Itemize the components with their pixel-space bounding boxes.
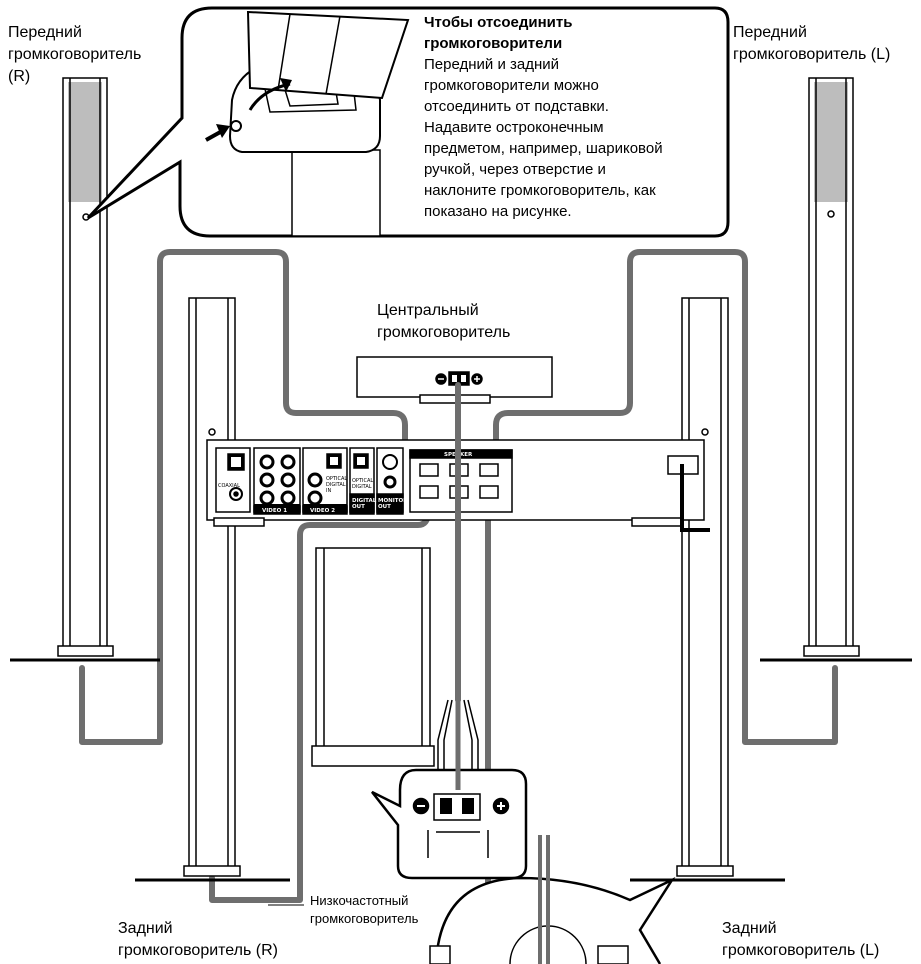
- front-left-label: Передний громкоговоритель (L): [733, 24, 891, 63]
- cable-front-right: [79, 249, 408, 745]
- subwoofer-terminal-zoom: [371, 768, 528, 880]
- rear-right-label: Задний громкоговоритель (R): [118, 920, 278, 959]
- rear-left-speaker: [630, 297, 785, 882]
- coaxial-label: COAXIAL: [218, 483, 240, 489]
- rear-right-speaker: [135, 297, 290, 882]
- video1-label: VIDEO 1: [262, 508, 287, 514]
- subwoofer-label: Низкочастотный громкоговоритель: [310, 893, 419, 926]
- cable-front-left: [493, 249, 838, 745]
- detach-callout-bubble: [86, 6, 730, 238]
- center-label: Центральный громкоговоритель: [377, 302, 511, 341]
- rear-terminal-zoom: [429, 876, 676, 964]
- video2-label: VIDEO 2: [310, 508, 335, 514]
- rear-left-label: Задний громкоговоритель (L): [722, 920, 880, 959]
- callout-body: Передний и задний громкоговорители можно…: [424, 56, 663, 220]
- front-left-speaker: [760, 77, 912, 662]
- callout-title: Чтобы отсоединить громкоговорители: [424, 14, 573, 52]
- subwoofer: [311, 547, 435, 767]
- detach-illustration: [205, 10, 410, 237]
- center-speaker: [356, 356, 553, 404]
- front-right-speaker: [10, 77, 160, 662]
- detach-callout-text: Чтобы отсоединить громкоговорители Перед…: [424, 12, 724, 222]
- front-right-label: Передний громкоговоритель (R): [8, 24, 142, 85]
- cable-rear-zoom: [538, 835, 550, 964]
